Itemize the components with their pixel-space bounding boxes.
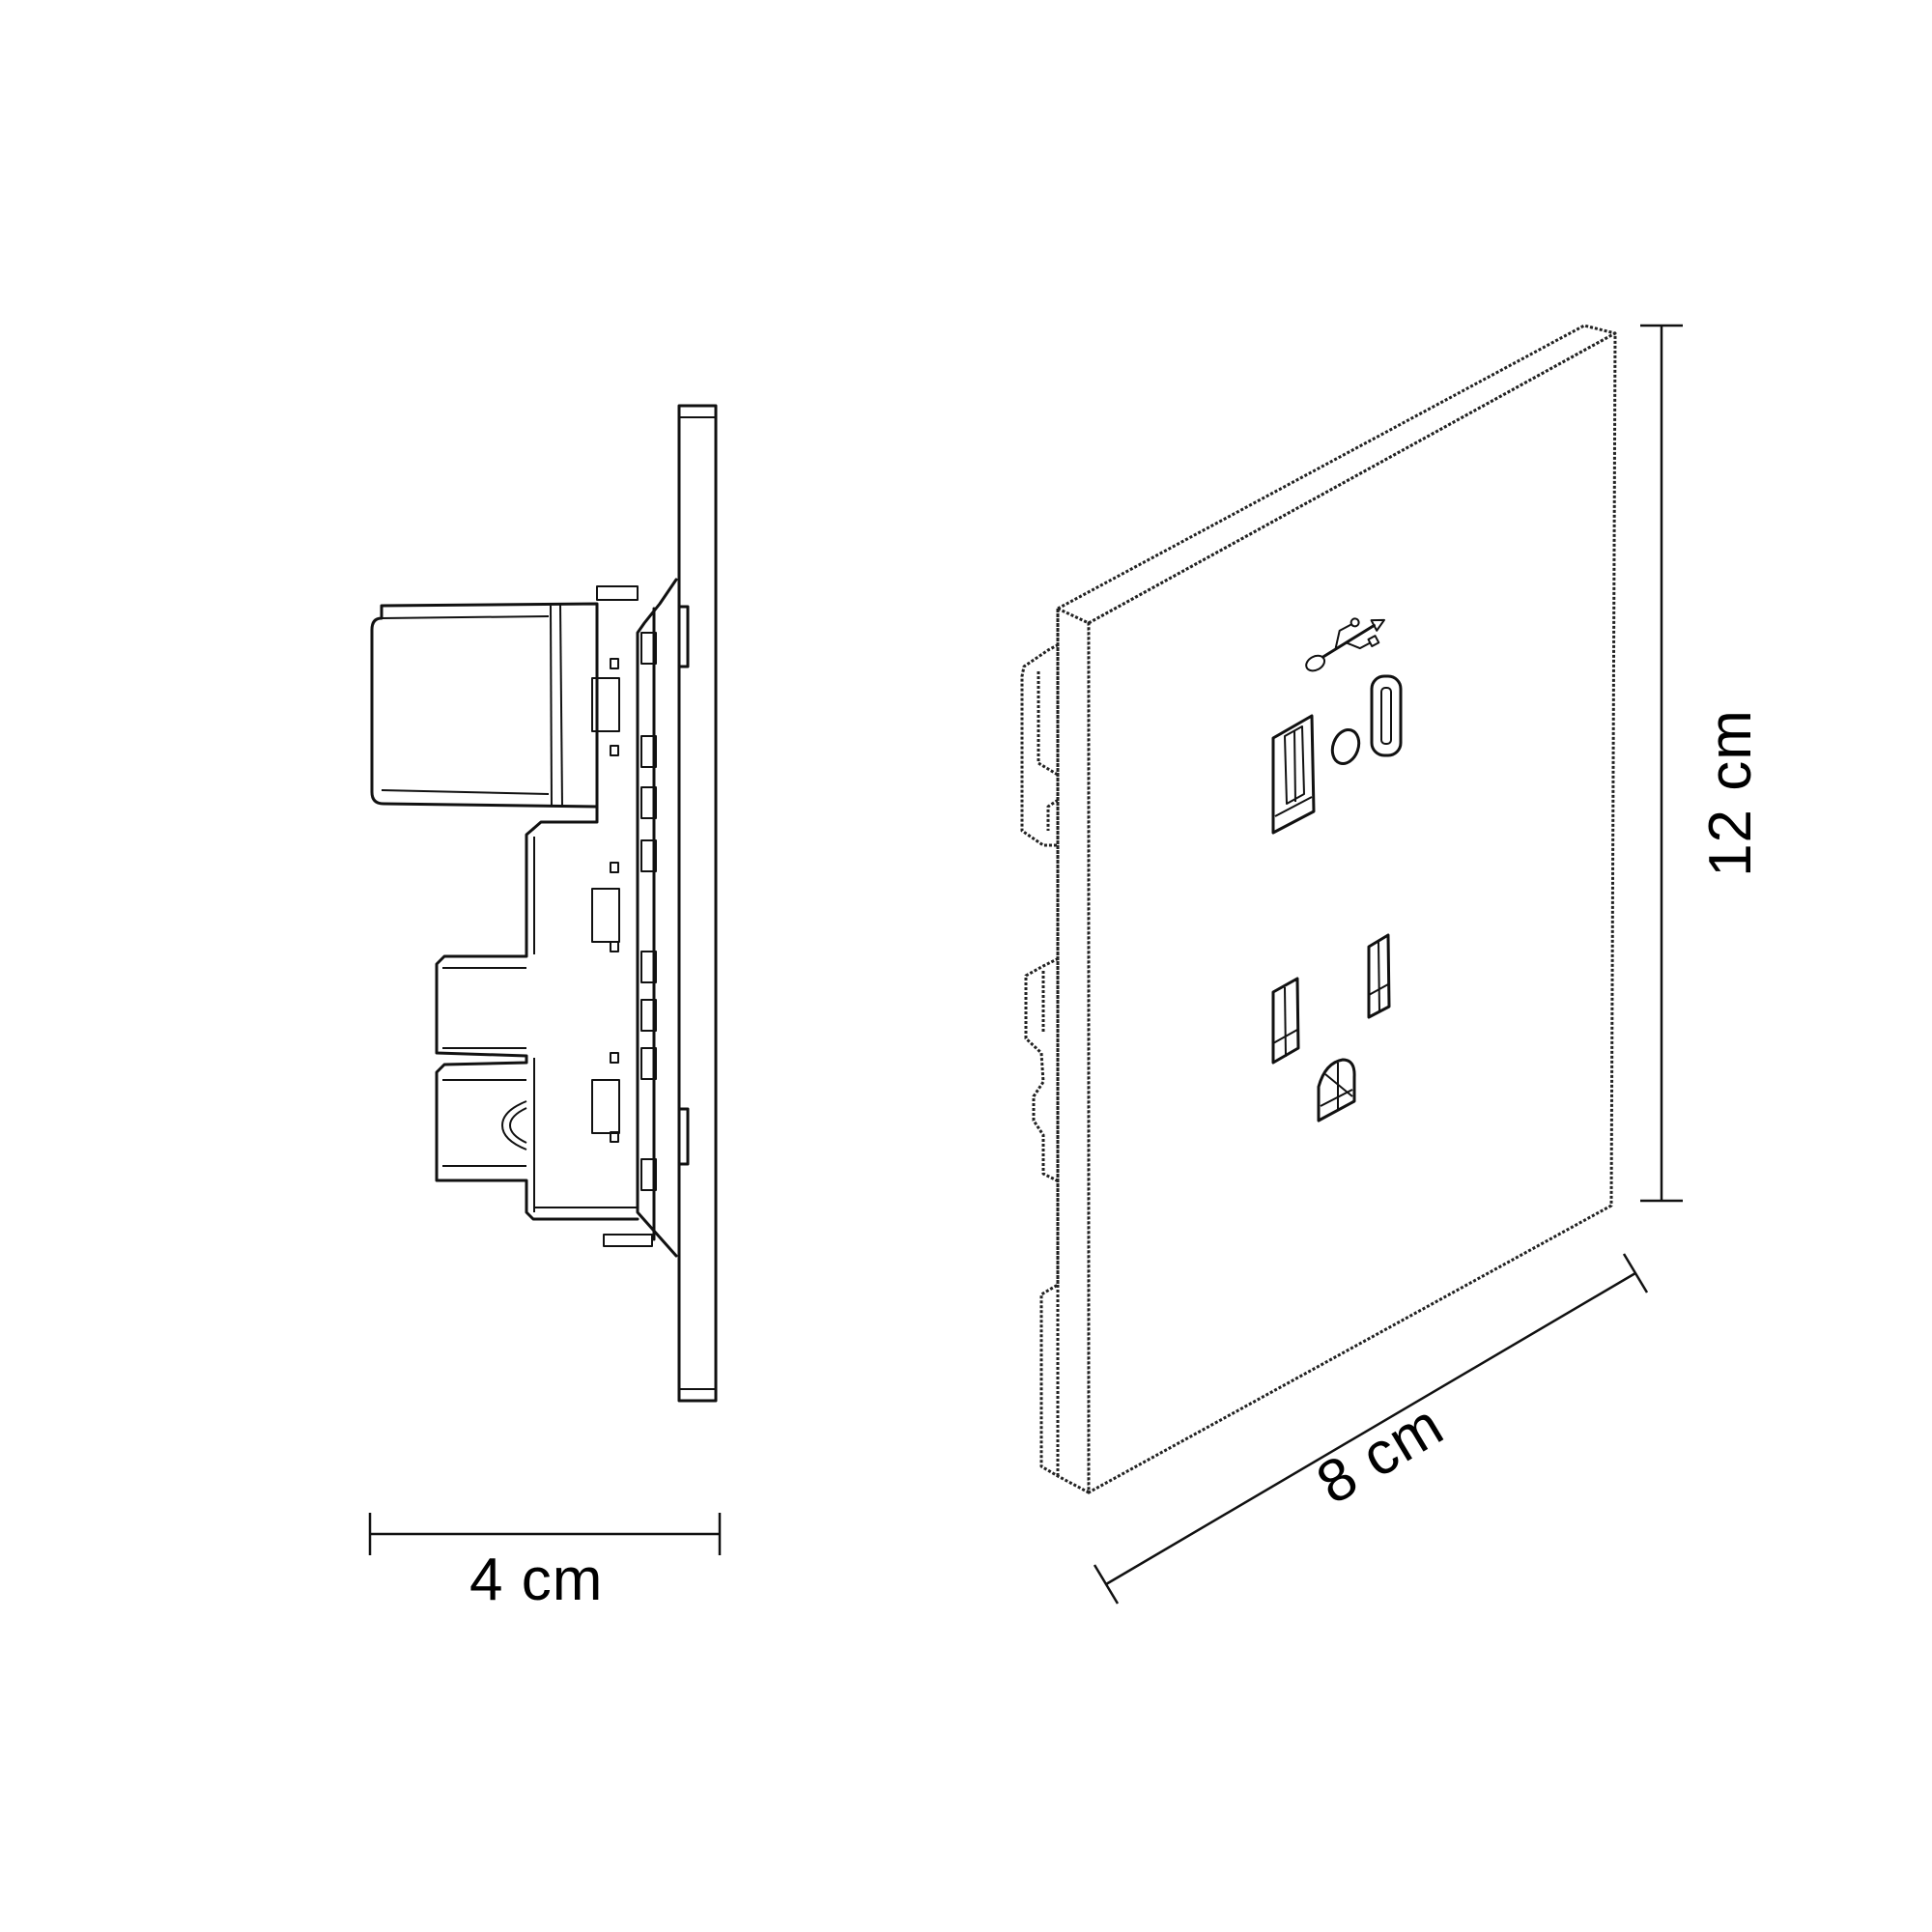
perspective-view xyxy=(1020,324,1617,1494)
dimension-depth xyxy=(368,1513,722,1555)
side-usb-housing xyxy=(370,602,599,831)
usb-c-port xyxy=(1370,674,1403,757)
face-plate xyxy=(1087,331,1617,1494)
indicator-led xyxy=(1330,728,1361,765)
side-wall-plate xyxy=(677,404,718,1403)
ground-pin-hole xyxy=(1317,1058,1356,1122)
dimension-width xyxy=(1093,1253,1649,1605)
side-socket-body xyxy=(435,827,639,1221)
rear-module-outline xyxy=(1020,640,1065,1185)
usb-logo-icon xyxy=(1305,617,1385,672)
usb-a-port xyxy=(1271,714,1316,835)
depth-label: 4 cm xyxy=(469,1547,604,1613)
height-label: 12 cm xyxy=(1696,709,1764,877)
dimension-height xyxy=(1640,324,1683,1203)
side-module-frame xyxy=(591,578,678,1258)
outlet-slot-right xyxy=(1367,933,1391,1019)
side-view xyxy=(370,404,718,1403)
outlet-slot-left xyxy=(1271,977,1300,1065)
